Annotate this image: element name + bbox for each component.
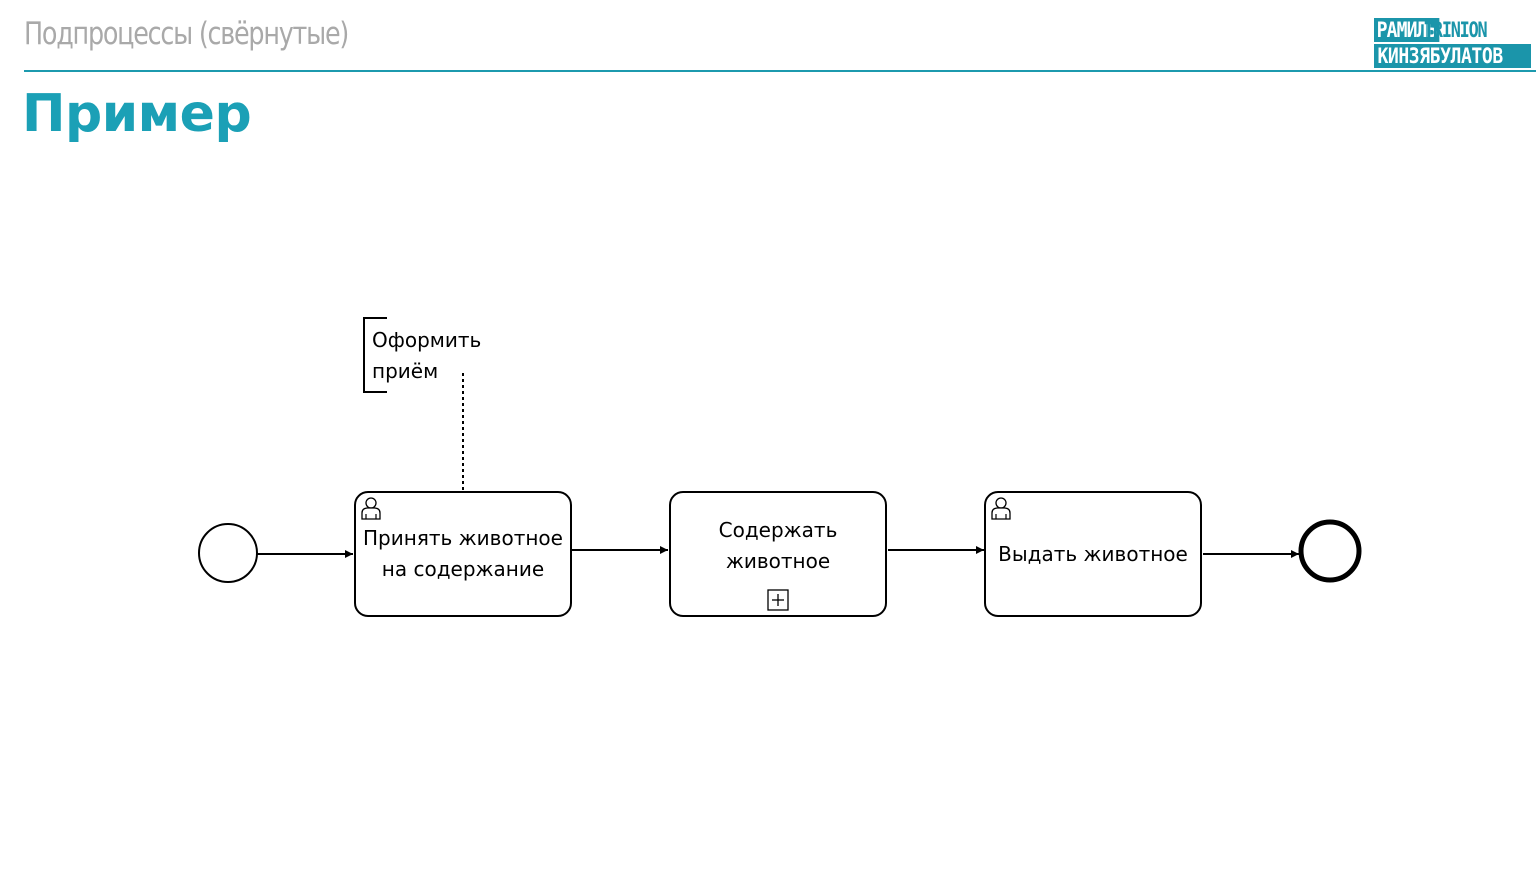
section-title: Подпроцессы (свёрнутые) — [24, 16, 349, 52]
logo-surname: КИНЗЯБУЛАТОВ — [1377, 44, 1503, 68]
subprocess-keep-animal[interactable]: Содержать животное — [669, 491, 887, 617]
annotation-bracket — [363, 317, 387, 393]
page-title: Пример — [22, 84, 252, 144]
task-label: Принять животное на содержание — [363, 526, 563, 581]
plus-marker-icon — [767, 589, 789, 611]
user-icon — [361, 497, 381, 520]
text-annotation: Оформить приём — [372, 328, 482, 383]
logo-line-2: КИНЗЯБУЛАТОВ — [1374, 44, 1531, 68]
user-icon — [991, 497, 1011, 520]
task-give-animal[interactable]: Выдать животное — [984, 491, 1202, 617]
task-accept-animal[interactable]: Принять животное на содержание — [354, 491, 572, 617]
logo-trinion: TRINION — [1423, 18, 1488, 42]
task-label: Содержать животное — [718, 518, 838, 573]
header-divider — [24, 70, 1536, 72]
start-event — [198, 523, 258, 583]
task-label: Выдать животное — [998, 541, 1188, 566]
logo-name: РАМИЛЬ — [1374, 18, 1440, 42]
end-event — [1298, 519, 1362, 583]
